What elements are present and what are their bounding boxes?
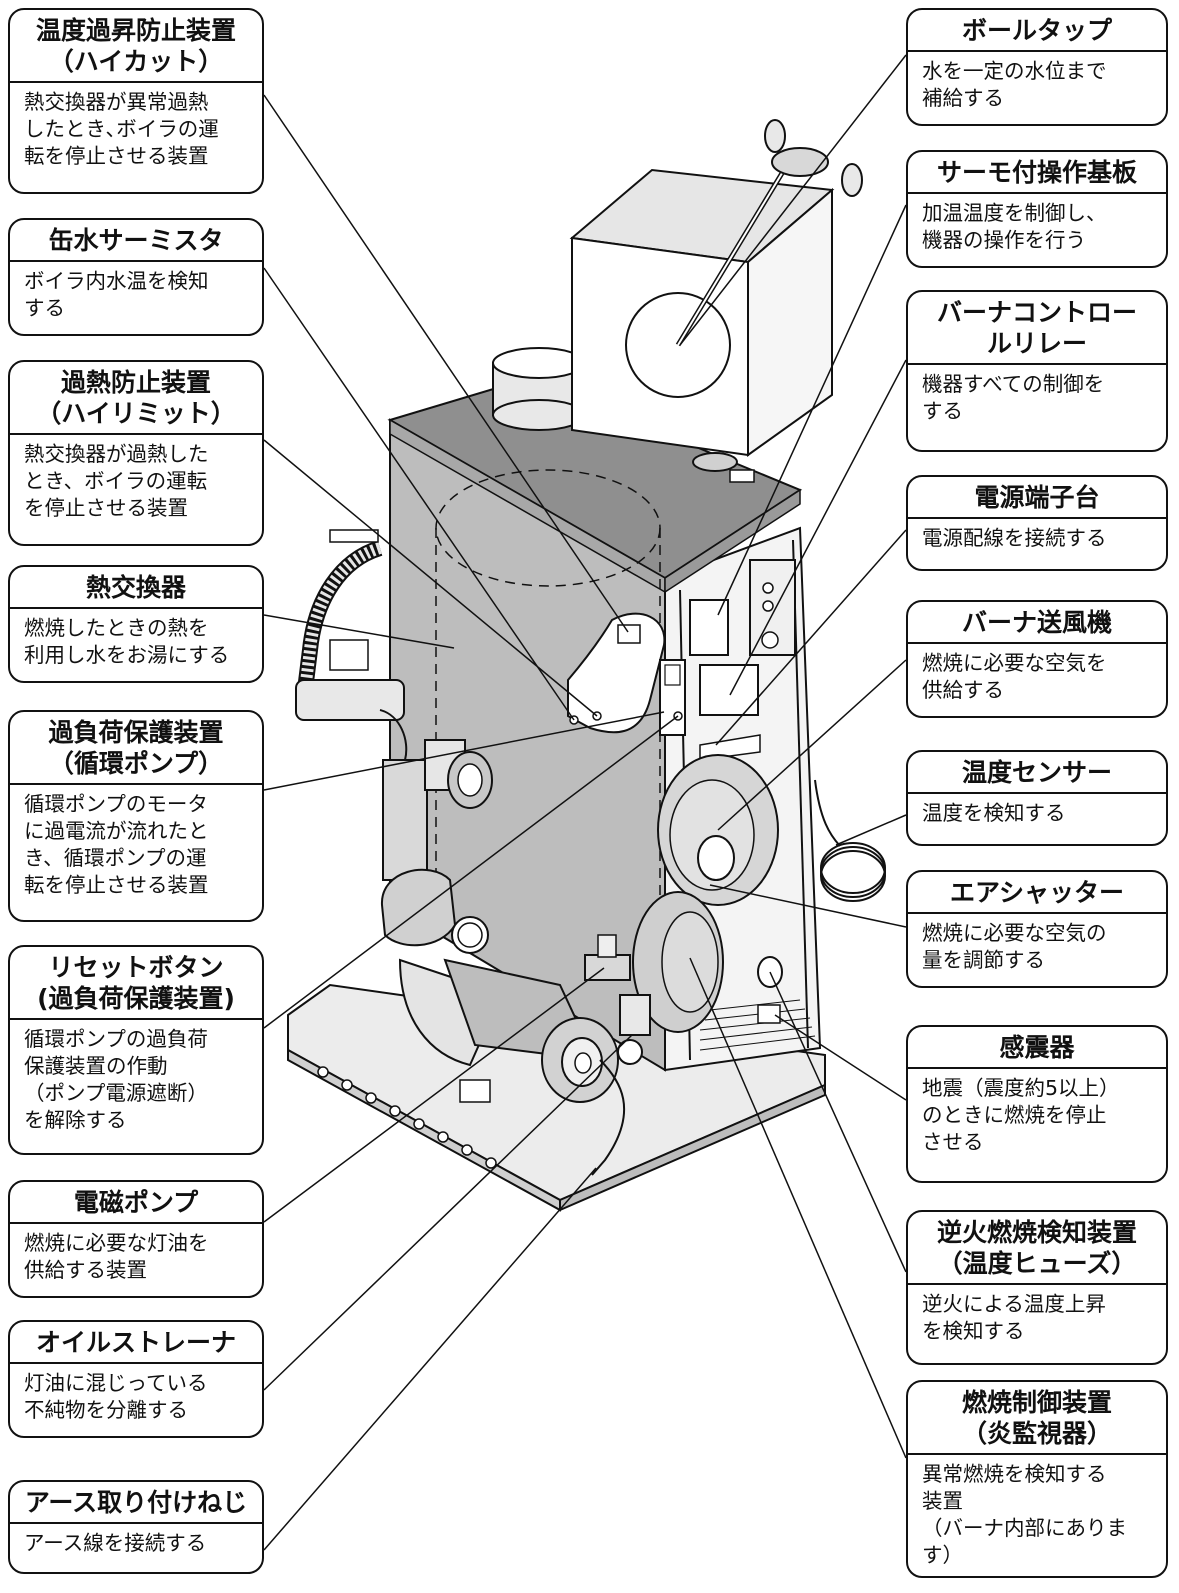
label-burner-relay: バーナコントロー ルリレー 機器すべての制御を する (906, 290, 1168, 452)
label-desc: 循環ポンプの過負荷 保護装置の作動 （ポンプ電源遮断） を解除する (24, 1027, 208, 1132)
label-flame-monitor: 燃焼制御装置 （炎監視器） 異常燃焼を検知する 装置 （バーナ内部にあります） (906, 1380, 1168, 1578)
label-desc: 燃焼したときの熱を 利用し水をお湯にする (24, 616, 230, 667)
label-title: 缶水サーミスタ (10, 220, 262, 262)
label-title: 過負荷保護装置 （循環ポンプ） (10, 712, 262, 785)
label-desc: アース線を接続する (24, 1531, 207, 1555)
label-desc: 灯油に混じっている 不純物を分離する (24, 1371, 208, 1422)
label-desc: 燃焼に必要な空気を 供給する (922, 651, 1107, 702)
label-overload-protect: 過負荷保護装置 （循環ポンプ） 循環ポンプのモータ に過電流が流れたと き、循環… (8, 710, 264, 922)
label-desc: 熱交換器が過熱した とき、ボイラの運転 を停止させる装置 (24, 442, 209, 520)
label-high-limit: 過熱防止装置 （ハイリミット） 熱交換器が過熱した とき、ボイラの運転 を停止さ… (8, 360, 264, 546)
label-title: 逆火燃焼検知装置 （温度ヒューズ） (908, 1212, 1166, 1285)
label-desc: 熱交換器が異常過熱 したとき､ボイラの運 転を停止させる装置 (24, 90, 219, 168)
label-desc: 異常燃焼を検知する 装置 （バーナ内部にあります） (922, 1462, 1127, 1567)
label-desc: ボイラ内水温を検知 する (24, 269, 209, 320)
label-thermo-board: サーモ付操作基板 加温温度を制御し、 機器の操作を行う (906, 150, 1168, 268)
label-burner-fan: バーナ送風機 燃焼に必要な空気を 供給する (906, 600, 1168, 718)
label-high-cut: 温度過昇防止装置 （ハイカット） 熱交換器が異常過熱 したとき､ボイラの運 転を… (8, 8, 264, 194)
label-title: 温度過昇防止装置 （ハイカット） (10, 10, 262, 83)
label-desc: 地震（震度約5以上） のときに燃焼を停止 させる (922, 1076, 1120, 1154)
label-solenoid-pump: 電磁ポンプ 燃焼に必要な灯油を 供給する装置 (8, 1180, 264, 1298)
label-temp-sensor: 温度センサー 温度を検知する (906, 750, 1168, 846)
label-earth-screw: アース取り付けねじ アース線を接続する (8, 1480, 264, 1574)
label-title: 燃焼制御装置 （炎監視器） (908, 1382, 1166, 1455)
label-title: 熱交換器 (10, 567, 262, 609)
label-oil-strainer: オイルストレーナ 灯油に混じっている 不純物を分離する (8, 1320, 264, 1438)
label-desc: 燃焼に必要な空気の 量を調節する (922, 921, 1107, 972)
label-reset-button: リセットボタン (過負荷保護装置) 循環ポンプの過負荷 保護装置の作動 （ポンプ… (8, 945, 264, 1155)
label-desc: 加温温度を制御し、 機器の操作を行う (922, 201, 1107, 252)
label-title: リセットボタン (過負荷保護装置) (10, 947, 262, 1020)
label-title: 感震器 (908, 1027, 1166, 1069)
label-title: 電源端子台 (908, 477, 1166, 519)
label-title: バーナコントロー ルリレー (908, 292, 1166, 365)
label-title: エアシャッター (908, 872, 1166, 914)
label-terminal-block: 電源端子台 電源配線を接続する (906, 475, 1168, 571)
label-desc: 機器すべての制御を する (922, 372, 1105, 423)
label-title: 過熱防止装置 （ハイリミット） (10, 362, 262, 435)
label-heat-exchanger: 熱交換器 燃焼したときの熱を 利用し水をお湯にする (8, 565, 264, 683)
label-ball-tap: ボールタップ 水を一定の水位まで 補給する (906, 8, 1168, 126)
label-title: サーモ付操作基板 (908, 152, 1166, 194)
label-title: 電磁ポンプ (10, 1182, 262, 1224)
tray-holes (317, 1066, 497, 1169)
label-desc: 循環ポンプのモータ に過電流が流れたと き、循環ポンプの運 転を停止させる装置 (24, 792, 209, 897)
label-title: バーナ送風機 (908, 602, 1166, 644)
label-title: アース取り付けねじ (10, 1482, 262, 1524)
label-backfire: 逆火燃焼検知装置 （温度ヒューズ） 逆火による温度上昇 を検知する (906, 1210, 1168, 1365)
label-desc: 水を一定の水位まで 補給する (922, 59, 1107, 110)
label-desc: 逆火による温度上昇 を検知する (922, 1292, 1106, 1343)
label-title: 温度センサー (908, 752, 1166, 794)
label-seismic: 感震器 地震（震度約5以上） のときに燃焼を停止 させる (906, 1025, 1168, 1183)
label-title: ボールタップ (908, 10, 1166, 52)
label-desc: 温度を検知する (922, 801, 1066, 825)
label-air-shutter: エアシャッター 燃焼に必要な空気の 量を調節する (906, 870, 1168, 988)
label-desc: 燃焼に必要な灯油を 供給する装置 (24, 1231, 209, 1282)
leader-lines (263, 54, 907, 1551)
label-desc: 電源配線を接続する (922, 526, 1107, 550)
label-title: オイルストレーナ (10, 1322, 262, 1364)
label-can-thermistor: 缶水サーミスタ ボイラ内水温を検知 する (8, 218, 264, 336)
